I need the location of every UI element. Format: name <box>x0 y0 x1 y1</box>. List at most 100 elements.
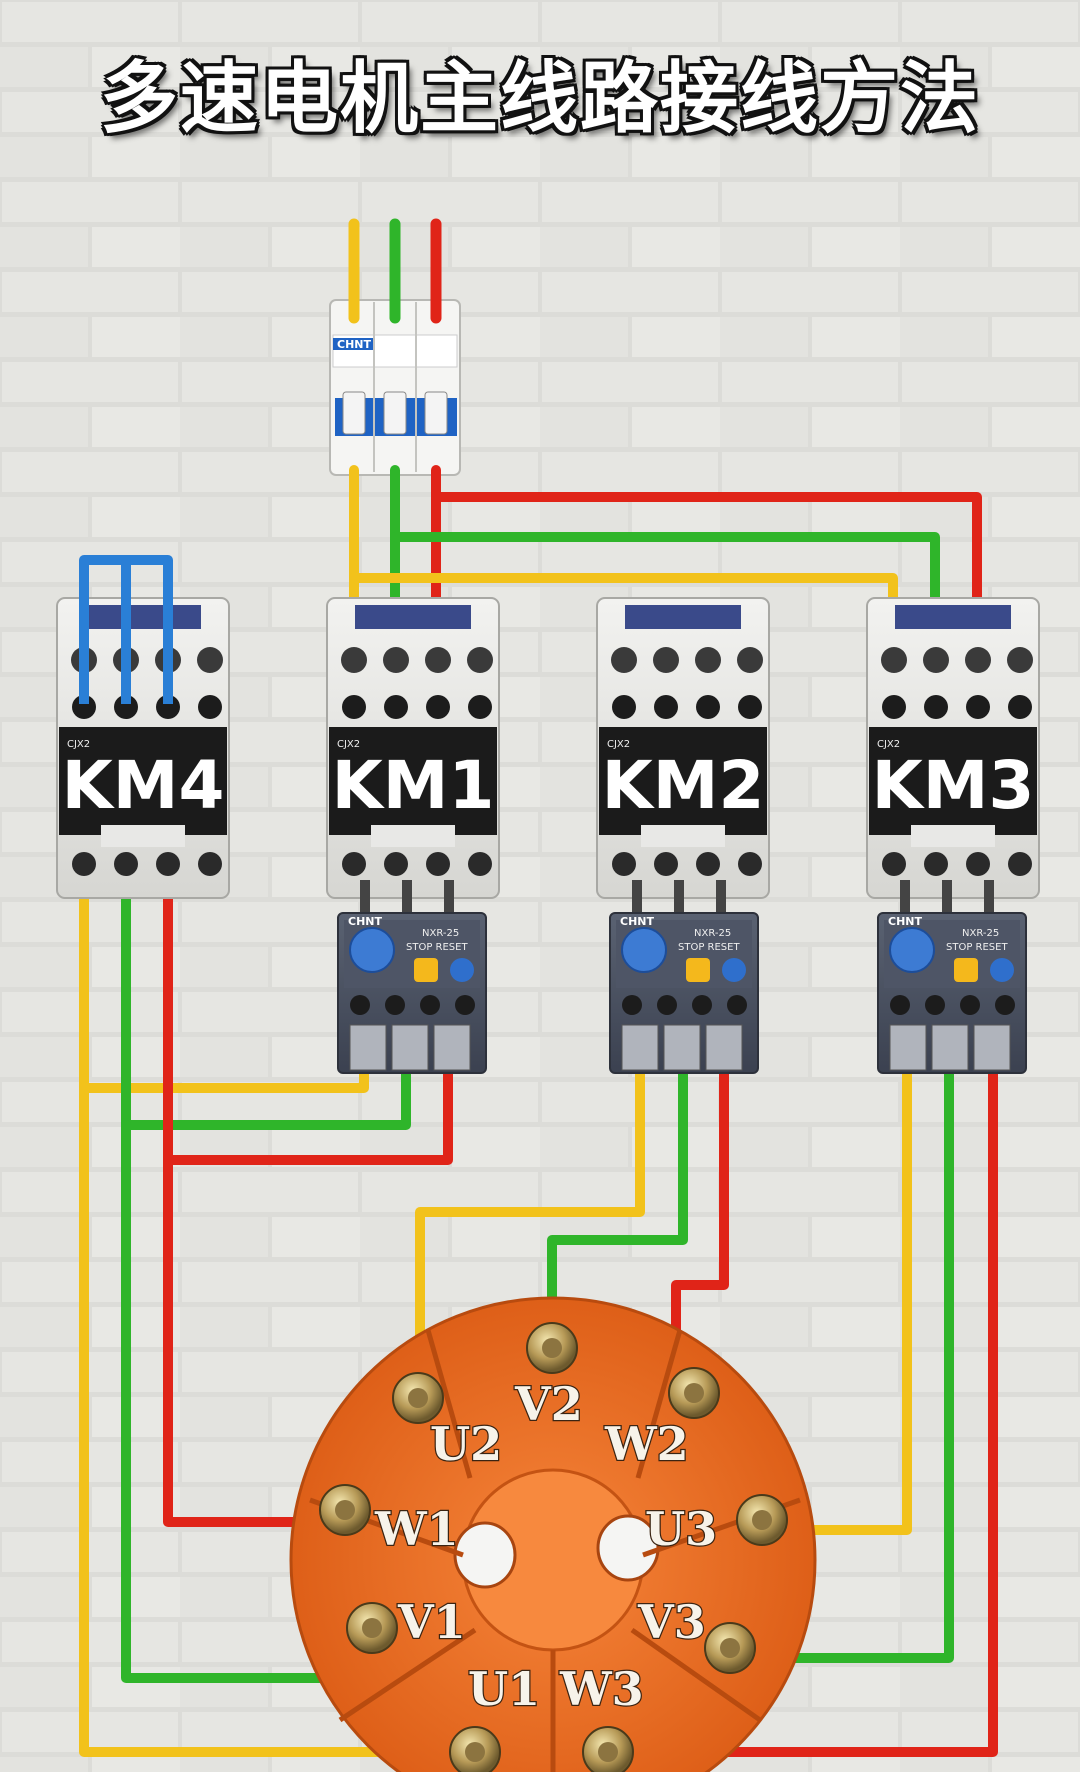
current-dial-icon[interactable] <box>349 927 395 973</box>
top-terminal-screw <box>612 695 636 719</box>
bottom-terminal-screw <box>342 852 366 876</box>
bottom-terminal-screw <box>156 852 180 876</box>
mounting-hole-left <box>453 1521 517 1589</box>
wire-km3-w3-red <box>605 1035 998 1757</box>
terminal-label-u2: U2 <box>430 1417 502 1471</box>
bottom-terminal-screw <box>738 852 762 876</box>
contactor-label: KM3 <box>872 747 1035 824</box>
bolt-nut <box>335 1500 355 1520</box>
bolt-nut <box>598 1742 618 1762</box>
reset-button[interactable] <box>990 958 1014 982</box>
relay-model: NXR-25 <box>422 928 459 939</box>
top-terminal-screw <box>114 695 138 719</box>
top-terminal-screw <box>882 695 906 719</box>
bottom-terminal-screw <box>966 852 990 876</box>
bottom-terminal-screw <box>114 852 138 876</box>
relay-model: NXR-25 <box>694 928 731 939</box>
screw-icon <box>653 647 679 673</box>
top-terminal-screw <box>426 695 450 719</box>
relay-aux-screw <box>350 995 370 1015</box>
relay-aux-screw <box>420 995 440 1015</box>
breaker-handle-2[interactable] <box>383 391 407 435</box>
screw-icon <box>1007 647 1033 673</box>
breaker-handle-3[interactable] <box>424 391 448 435</box>
bottom-terminal-screw <box>426 852 450 876</box>
current-dial-icon[interactable] <box>889 927 935 973</box>
bottom-terminal-screw <box>612 852 636 876</box>
current-dial-icon[interactable] <box>621 927 667 973</box>
top-terminal-screw <box>72 695 96 719</box>
stop-button[interactable] <box>414 958 438 982</box>
screw-icon <box>197 647 223 673</box>
contactor-model: CJX2 <box>607 739 630 750</box>
terminal-label-v3: V3 <box>637 1595 706 1649</box>
relay-aux-screw <box>657 995 677 1015</box>
terminal-label-v2: V2 <box>514 1377 583 1431</box>
relay-brand: CHNT <box>348 915 382 928</box>
terminal-label-w3: W3 <box>559 1662 644 1716</box>
stop-button[interactable] <box>954 958 978 982</box>
breaker-handle-1[interactable] <box>342 391 366 435</box>
bottom-terminal-screw <box>384 852 408 876</box>
contactor-model: CJX2 <box>877 739 900 750</box>
top-terminal-screw <box>384 695 408 719</box>
bolt-nut <box>752 1510 772 1530</box>
top-terminal-screw <box>738 695 762 719</box>
relay-aux-screw <box>727 995 747 1015</box>
motor-terminal-block: U2 V2 W2 W1 U3 V1 V3 U1 W3 <box>289 1296 817 1772</box>
bottom-terminal-screw <box>654 852 678 876</box>
relay-aux-screw <box>960 995 980 1015</box>
bolt-nut <box>408 1388 428 1408</box>
contactor-model: CJX2 <box>67 739 90 750</box>
wire-km4-u1-yellow <box>79 1083 475 1757</box>
reset-button[interactable] <box>722 958 746 982</box>
breaker-brand: CHNT <box>337 338 371 351</box>
reset-button[interactable] <box>450 958 474 982</box>
terminal-label-v1: V1 <box>397 1595 466 1649</box>
input-wires <box>348 218 442 324</box>
circuit-breaker: CHNT <box>329 299 461 476</box>
screw-icon <box>383 647 409 673</box>
relay-aux-screw <box>692 995 712 1015</box>
bolt-nut <box>684 1383 704 1403</box>
top-terminal-screw <box>342 695 366 719</box>
screw-icon <box>425 647 451 673</box>
contactor-model: CJX2 <box>337 739 360 750</box>
top-terminal-screw <box>966 695 990 719</box>
top-terminal-screw <box>468 695 492 719</box>
screw-icon <box>965 647 991 673</box>
relay-aux-screw <box>385 995 405 1015</box>
screw-icon <box>881 647 907 673</box>
contactor-label: KM1 <box>332 747 495 824</box>
relay-aux-screw <box>925 995 945 1015</box>
bottom-terminal-screw <box>198 852 222 876</box>
terminal-label-u3: U3 <box>645 1502 717 1556</box>
stop-button[interactable] <box>686 958 710 982</box>
top-terminal-screw <box>156 695 180 719</box>
top-terminal-screw <box>924 695 948 719</box>
screw-icon <box>695 647 721 673</box>
wire-km4-w1-red <box>163 1155 350 1527</box>
screw-icon <box>467 647 493 673</box>
bolt-nut <box>465 1742 485 1762</box>
contactor-label: KM4 <box>62 747 225 824</box>
wire-km1-red <box>163 857 453 1165</box>
wire-km2-v2-green <box>547 1035 688 1353</box>
terminal-label-u1: U1 <box>468 1662 540 1716</box>
bottom-terminal-screw <box>1008 852 1032 876</box>
bottom-terminal-screw <box>468 852 492 876</box>
wire-km4-v1-green <box>121 1120 367 1683</box>
terminal-label-w2: W2 <box>604 1417 689 1471</box>
bottom-terminal-screw <box>696 852 720 876</box>
bottom-terminal-screw <box>72 852 96 876</box>
top-terminal-screw <box>1008 695 1032 719</box>
km4-shorting-bridge <box>79 555 173 704</box>
bottom-terminal-screw <box>882 852 906 876</box>
relay-aux-screw <box>622 995 642 1015</box>
screw-icon <box>341 647 367 673</box>
